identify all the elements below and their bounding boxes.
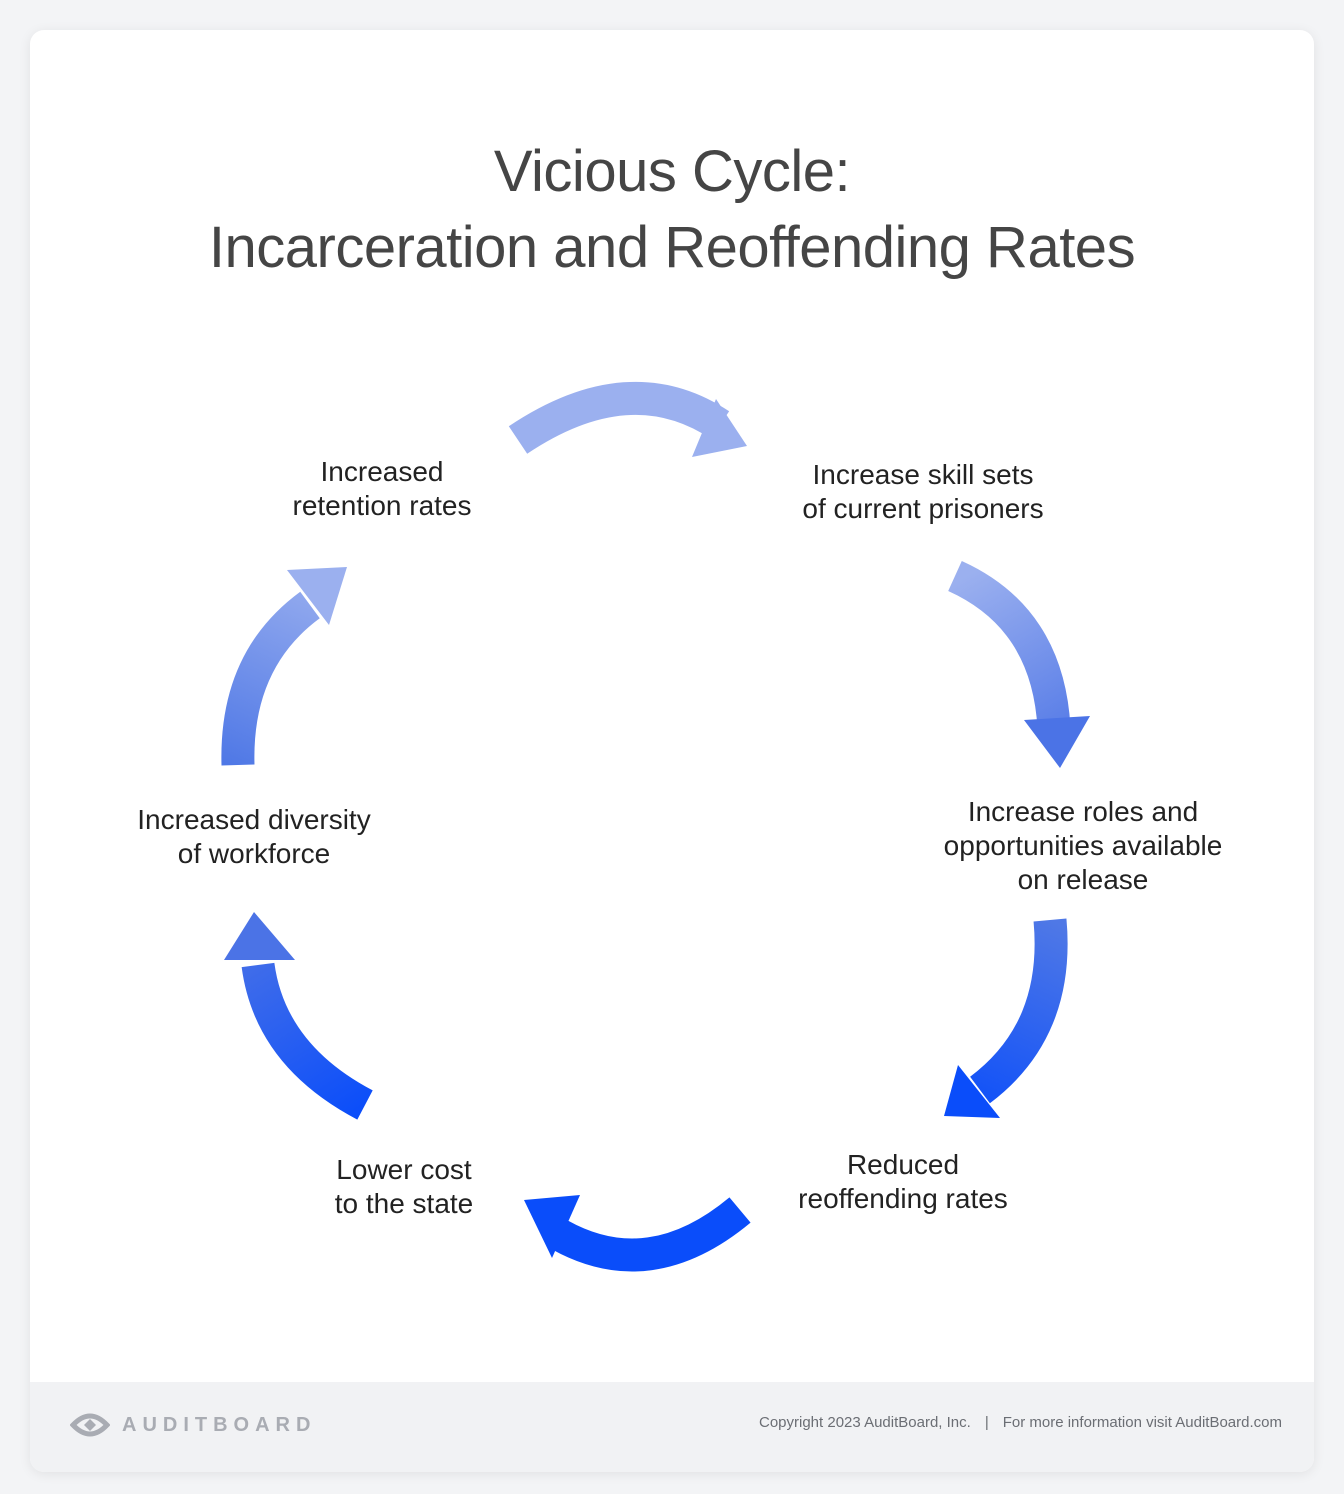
auditboard-logo-icon xyxy=(70,1413,110,1437)
node-increase-skill-sets: Increase skill sets of current prisoners xyxy=(802,459,1044,524)
brand-logo: AUDITBOARD xyxy=(70,1408,316,1442)
node-reduced-reoffending: Reduced reoffending rates xyxy=(798,1149,1008,1214)
arrow-top xyxy=(508,381,747,457)
title-line-2: Incarceration and Reoffending Rates xyxy=(208,215,1136,280)
arrow-upper-right xyxy=(947,560,1090,768)
page-title: Vicious Cycle: Incarceration and Reoffen… xyxy=(30,134,1314,286)
infographic-card: Vicious Cycle: Incarceration and Reoffen… xyxy=(30,30,1314,1472)
cycle-diagram xyxy=(221,381,1090,1272)
arrow-lower-left xyxy=(224,912,373,1120)
node-increased-diversity: Increased diversity of workforce xyxy=(137,804,371,869)
footer-separator: | xyxy=(984,1414,989,1431)
node-increase-roles: Increase roles and opportunities availab… xyxy=(943,796,1223,895)
arrow-bottom xyxy=(524,1195,751,1272)
title-line-1: Vicious Cycle: xyxy=(493,139,851,204)
arrow-lower-right xyxy=(944,918,1068,1118)
copyright-text: Copyright 2023 AuditBoard, Inc. xyxy=(759,1414,971,1431)
footer: AUDITBOARD Copyright 2023 AuditBoard, In… xyxy=(30,1382,1314,1472)
info-link[interactable]: For more information visit AuditBoard.co… xyxy=(1002,1414,1282,1431)
brand-name: AUDITBOARD xyxy=(122,1413,317,1436)
node-increased-retention: Increased retention rates xyxy=(292,456,472,521)
footer-text: Copyright 2023 AuditBoard, Inc. | For more… xyxy=(759,1414,1282,1431)
arrow-upper-left xyxy=(221,567,347,766)
node-lower-cost: Lower cost to the state xyxy=(334,1154,474,1219)
